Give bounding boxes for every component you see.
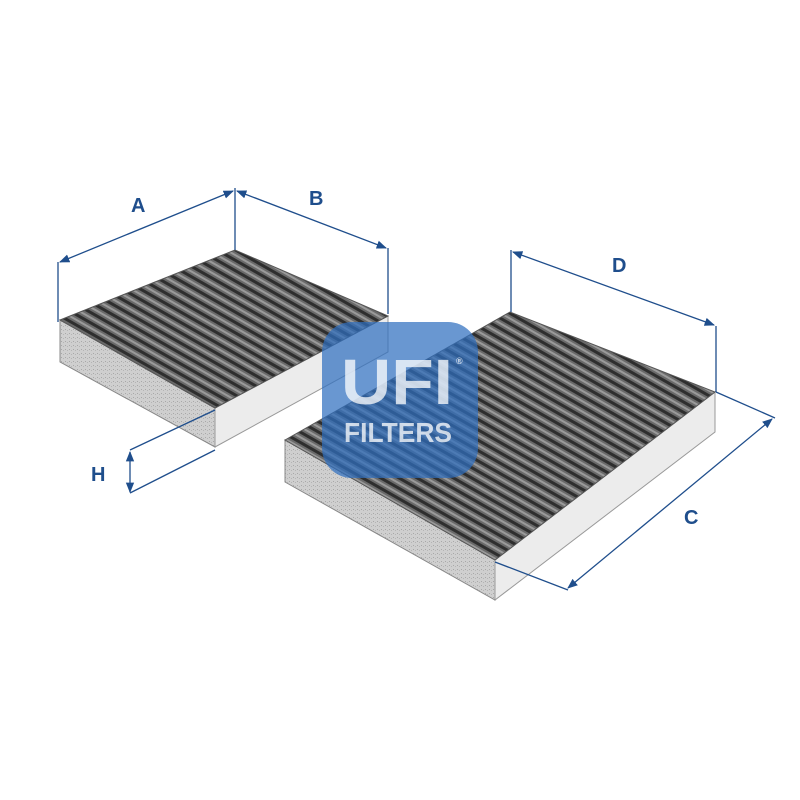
logo-line1: UFI <box>341 346 453 418</box>
ufi-filters-logo: UFI ® FILTERS <box>322 322 478 478</box>
dimension-lines <box>57 188 776 591</box>
logo-line2: FILTERS <box>344 417 452 448</box>
dimension-label-b: B <box>309 188 323 210</box>
registered-mark: ® <box>456 356 463 366</box>
dimension-label-a: A <box>131 195 145 217</box>
dimension-label-h: H <box>91 464 105 486</box>
dimension-label-d: D <box>612 255 626 277</box>
dimension-label-c: C <box>684 507 698 529</box>
